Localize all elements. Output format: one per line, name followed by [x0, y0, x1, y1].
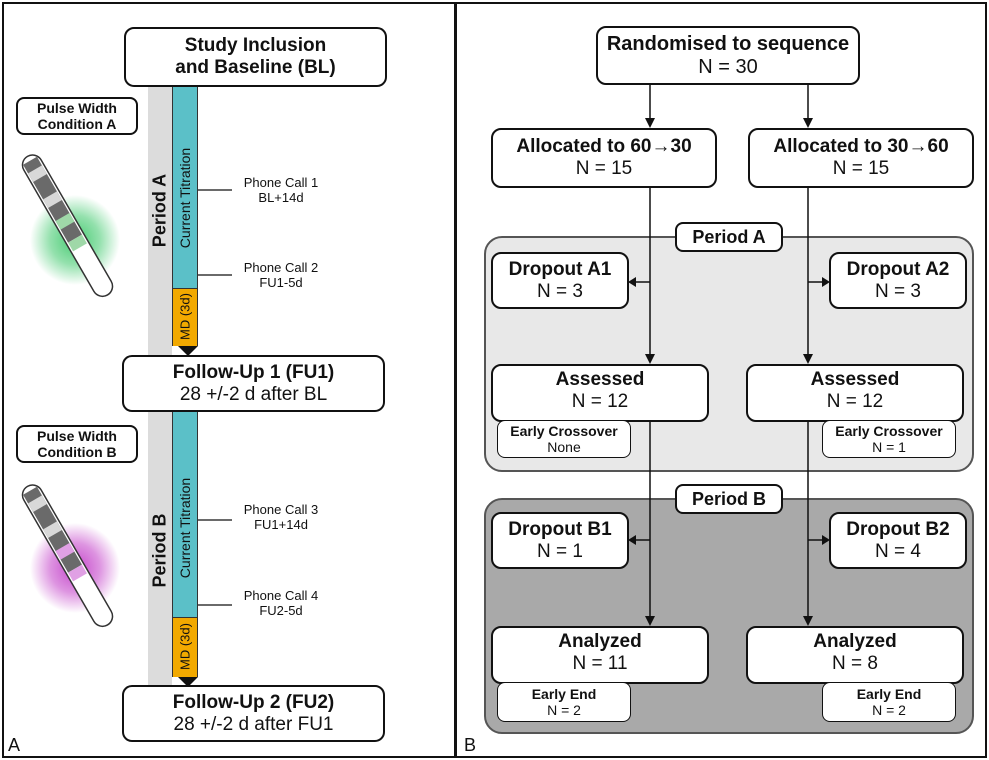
early-end-1-title: Early End	[531, 685, 597, 702]
condition-a-line2: Condition A	[37, 116, 117, 132]
assessed-1-title: Assessed	[555, 369, 645, 391]
dropout-b1-title: Dropout B1	[508, 518, 612, 540]
dropout-b1-count: N = 1	[537, 540, 583, 562]
period-bar-b	[148, 412, 172, 685]
dropout-b2-title: Dropout B2	[846, 518, 950, 540]
phone-call-1-title: Phone Call 1	[243, 175, 319, 190]
assessed-1-count: N = 12	[571, 391, 629, 412]
allocated-60-30-box: Allocated to 60→30 N = 15	[491, 128, 717, 188]
assessed-2-title: Assessed	[810, 369, 900, 391]
dropout-a2-count: N = 3	[875, 280, 921, 302]
assessed-1-box: Assessed N = 12	[491, 364, 709, 422]
analyzed-2-count: N = 8	[832, 653, 878, 674]
arrowhead-fu2	[178, 677, 198, 687]
baseline-box: Study Inclusion and Baseline (BL)	[124, 27, 387, 87]
early-crossover-2-title: Early Crossover	[835, 422, 943, 439]
early-end-2-box: Early End N = 2	[822, 682, 956, 722]
panel-b-frame	[455, 2, 987, 758]
randomised-box: Randomised to sequence N = 30	[596, 26, 860, 85]
phone-call-2-time: FU1-5d	[259, 274, 303, 290]
panel-a-letter: A	[8, 735, 21, 755]
analyzed-2-title: Analyzed	[813, 631, 897, 653]
md-bar-a	[172, 288, 198, 346]
period-bar-a	[148, 85, 172, 355]
dropout-b2-count: N = 4	[875, 540, 921, 562]
follow-up-1-title: Follow-Up 1 (FU1)	[172, 361, 335, 383]
randomised-title: Randomised to sequence	[606, 32, 850, 55]
early-end-2-count: N = 2	[872, 702, 906, 718]
phone-call-3-title: Phone Call 3	[243, 502, 319, 517]
md-bar-b	[172, 617, 198, 677]
analyzed-1-title: Analyzed	[558, 631, 642, 653]
titration-bar-b	[172, 412, 198, 617]
early-end-1-count: N = 2	[547, 702, 581, 718]
assessed-2-count: N = 12	[826, 391, 884, 412]
analyzed-2-box: Analyzed N = 8	[746, 626, 964, 684]
phone-call-3: Phone Call 3 FU1+14d	[226, 502, 336, 533]
electrode-lead-a	[21, 154, 120, 298]
panel-b-letter: B	[464, 735, 477, 755]
dropout-a1-count: N = 3	[537, 280, 583, 302]
arrowhead-fu1	[178, 346, 198, 356]
condition-b-line1: Pulse Width	[37, 427, 117, 444]
analyzed-1-box: Analyzed N = 11	[491, 626, 709, 684]
follow-up-2-box: Follow-Up 2 (FU2) 28 +/-2 d after FU1	[122, 685, 385, 742]
dropout-a1-box: Dropout A1 N = 3	[491, 252, 629, 309]
phone-call-4: Phone Call 4 FU2-5d	[226, 588, 336, 619]
early-crossover-2-box: Early Crossover N = 1	[822, 420, 956, 458]
randomised-count: N = 30	[698, 55, 758, 78]
baseline-line1: Study Inclusion	[184, 35, 327, 57]
phone-call-4-title: Phone Call 4	[243, 588, 319, 603]
early-crossover-1-title: Early Crossover	[510, 422, 618, 439]
electrode-lead-b	[21, 484, 120, 628]
condition-b-box: Pulse Width Condition B	[16, 425, 138, 463]
dropout-b2-box: Dropout B2 N = 4	[829, 512, 967, 569]
early-end-2-title: Early End	[856, 685, 922, 702]
titration-bar-a	[172, 85, 198, 288]
period-b-tag: Period B	[675, 484, 783, 514]
analyzed-1-count: N = 11	[572, 653, 628, 674]
assessed-2-box: Assessed N = 12	[746, 364, 964, 422]
dropout-b1-box: Dropout B1 N = 1	[491, 512, 629, 569]
phone-call-4-time: FU2-5d	[259, 602, 303, 618]
early-end-1-box: Early End N = 2	[497, 682, 631, 722]
baseline-line2: and Baseline (BL)	[175, 57, 336, 78]
early-crossover-1-count: None	[547, 439, 581, 455]
condition-b-line2: Condition B	[37, 444, 117, 460]
follow-up-1-time: 28 +/-2 d after BL	[179, 383, 328, 405]
early-crossover-2-count: N = 1	[872, 439, 906, 455]
phone-call-2: Phone Call 2 FU1-5d	[226, 260, 336, 291]
phone-call-2-title: Phone Call 2	[243, 260, 319, 275]
allocated-30-60-count: N = 15	[832, 158, 890, 179]
allocated-30-60-title: Allocated to 30→60	[773, 136, 949, 158]
follow-up-2-title: Follow-Up 2 (FU2)	[172, 691, 335, 713]
early-crossover-1-box: Early Crossover None	[497, 420, 631, 458]
dropout-a1-title: Dropout A1	[508, 258, 612, 280]
dropout-a2-box: Dropout A2 N = 3	[829, 252, 967, 309]
dropout-a2-title: Dropout A2	[846, 258, 950, 280]
condition-a-line1: Pulse Width	[37, 99, 117, 116]
allocated-30-60-box: Allocated to 30→60 N = 15	[748, 128, 974, 188]
phone-call-1: Phone Call 1 BL+14d	[226, 175, 336, 206]
condition-a-box: Pulse Width Condition A	[16, 97, 138, 135]
allocated-60-30-count: N = 15	[575, 158, 633, 179]
allocated-60-30-title: Allocated to 60→30	[516, 136, 692, 158]
phone-call-3-time: FU1+14d	[254, 516, 308, 532]
follow-up-1-box: Follow-Up 1 (FU1) 28 +/-2 d after BL	[122, 355, 385, 412]
follow-up-2-time: 28 +/-2 d after FU1	[173, 713, 334, 735]
period-a-tag: Period A	[675, 222, 783, 252]
phone-call-1-time: BL+14d	[258, 189, 304, 205]
